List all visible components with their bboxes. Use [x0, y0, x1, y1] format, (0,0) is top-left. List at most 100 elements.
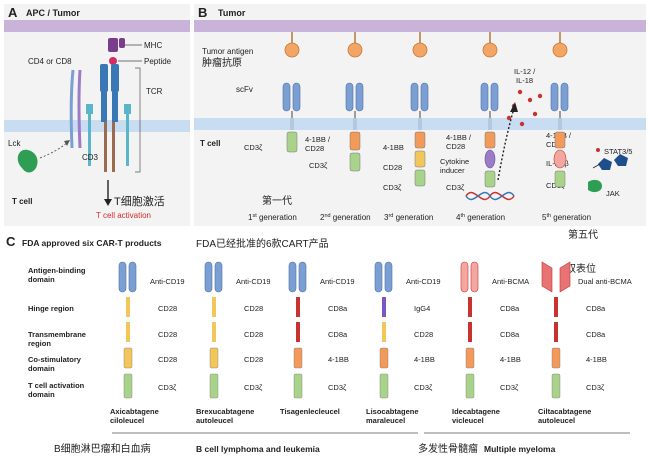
activation-label: CD3ζ — [414, 383, 433, 392]
antigen-label: Anti-CD19 — [236, 277, 271, 286]
product-name-line: maraleucel — [366, 416, 405, 425]
scfv-domain — [355, 82, 364, 112]
cytokine-dot — [519, 121, 525, 127]
lck-arrowhead — [64, 140, 70, 146]
row-label-line: domain — [28, 275, 55, 284]
costim-domain — [349, 131, 361, 151]
mhc-domain-1 — [108, 38, 118, 52]
jak-label: JAK — [606, 189, 620, 198]
tumor-antigen-icon — [482, 42, 498, 58]
scfv-domain — [292, 82, 301, 112]
tcr-bracket — [135, 67, 141, 173]
panel-c-title-cn: FDA已经批准的6款CART产品 — [196, 237, 329, 250]
cd3z-label-gen3: CD3ζ — [383, 183, 402, 192]
transmembrane-domain — [296, 322, 300, 342]
hinge-domain — [126, 297, 130, 317]
tcell-membrane-a — [4, 120, 190, 132]
coreceptor-chain-2 — [77, 69, 82, 149]
gen3-4bb-label: 4-1BB — [383, 143, 404, 152]
transmembrane-label: CD28 — [414, 330, 433, 339]
panel-a: A APC / Tumor MHC Peptide TCR CD4 or CD8 — [4, 4, 190, 226]
cd3z-label-gen1: CD3ζ — [244, 143, 263, 152]
row-label-line: region — [28, 339, 51, 348]
gen3-cd28-label: CD28 — [383, 163, 402, 172]
cd3z-domain — [484, 170, 496, 188]
dual-epitope-cn: 双表位 — [566, 262, 596, 275]
cd3z-domain — [554, 170, 566, 188]
transmembrane-domain — [212, 322, 216, 342]
generation-ordinal: 1 — [248, 213, 253, 222]
transmembrane-domain — [554, 322, 558, 342]
group1-cn: B细胞淋巴瘤和白血病 — [54, 442, 151, 455]
generation-label: 1st generation — [248, 213, 297, 222]
activation-label: CD3ζ — [158, 383, 177, 392]
tumor-antigen-cn: 肿瘤抗原 — [202, 56, 242, 69]
tcr-alpha — [100, 64, 108, 92]
mhc-domain-2 — [119, 38, 125, 48]
secretion-arrowhead — [510, 102, 518, 112]
antigen-label: Anti-CD19 — [150, 277, 185, 286]
stat-label: STAT3/5 — [604, 147, 632, 156]
mhc-label: MHC — [144, 41, 162, 50]
generation-word: generation — [331, 213, 371, 222]
scfv-label: scFv — [236, 85, 253, 94]
activation-en: T cell activation — [96, 211, 151, 220]
hinge-domain — [296, 297, 300, 317]
scfv-domain — [480, 82, 489, 112]
scfv-domain — [560, 82, 569, 112]
il2rb-domain — [553, 149, 567, 169]
generation-ordinal: 5 — [542, 213, 547, 222]
lck-blob — [17, 149, 38, 173]
antigen-binding-domain — [384, 261, 393, 293]
fifth-gen-cn: 第五代 — [568, 228, 598, 241]
car-product: Dual anti-BCMACD8aCD8a4-1BBCD3ζCiltacabt… — [538, 261, 632, 425]
activation-label: CD3ζ — [586, 383, 605, 392]
cd3-epsilon-left — [86, 104, 93, 114]
activation-domain — [209, 373, 219, 399]
antigen-binding-domain — [541, 261, 553, 293]
antigen-label: Anti-BCMA — [492, 277, 529, 286]
product-name-line: autoleucel — [196, 416, 233, 425]
hinge-domain — [468, 297, 472, 317]
product-name-line: Lisocabtagene — [366, 407, 419, 416]
transmembrane-domain — [382, 322, 386, 342]
peptide-label: Peptide — [144, 57, 172, 66]
activation-cn: T细胞激活 — [114, 194, 165, 208]
costim-label: 4-1BB — [328, 355, 349, 364]
car-generations — [282, 32, 569, 188]
cd4-cd8-label: CD4 or CD8 — [28, 57, 72, 66]
product-name-line: Ciltacabtagene — [538, 407, 591, 416]
dna-strand-2 — [465, 191, 515, 201]
gen2-costim-label: 4-1BB /CD28 — [305, 135, 331, 153]
cd3-label: CD3 — [82, 153, 99, 162]
costim-label: 4-1BB — [500, 355, 521, 364]
antigen-binding-domain — [374, 261, 383, 293]
cd3z-domain — [414, 169, 426, 187]
hinge-label: IgG4 — [414, 304, 430, 313]
transmembrane-segment — [353, 118, 357, 130]
tumor-antigen-icon — [412, 42, 428, 58]
generation-word: generation — [257, 213, 297, 222]
row-label-line: Antigen-binding — [28, 266, 86, 275]
generation-word: generation — [551, 213, 591, 222]
costim-label: CD28 — [158, 355, 177, 364]
antigen-binding-domain — [118, 261, 127, 293]
generation-suffix: th — [460, 213, 465, 219]
cytokine-inducer-domain — [484, 149, 496, 169]
zeta-chain-2 — [112, 122, 115, 172]
transmembrane-domain — [468, 322, 472, 342]
transmembrane-segment — [558, 118, 562, 130]
costim-domain — [123, 347, 133, 369]
costim-domain — [554, 131, 566, 149]
row-label-line: Co-stimulatory — [28, 355, 82, 364]
costim-domain — [293, 347, 303, 369]
transmembrane-segment — [488, 118, 492, 130]
product-name: Tisagenlecleucel — [280, 407, 340, 416]
